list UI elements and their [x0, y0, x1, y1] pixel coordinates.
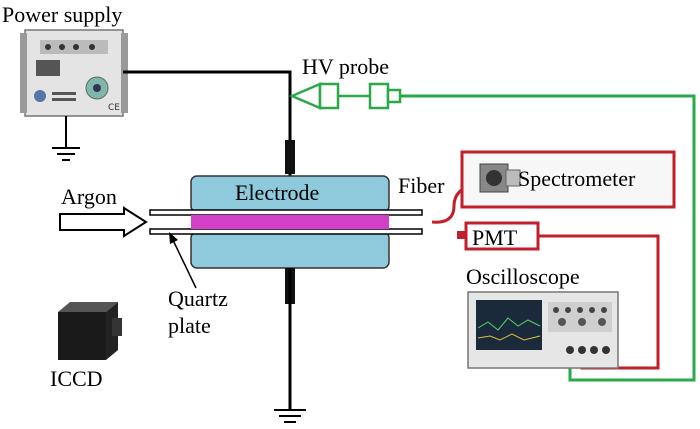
iccd-camera: [58, 302, 122, 360]
oscilloscope-device: [467, 291, 619, 369]
iccd-label: ICCD: [50, 366, 103, 391]
svg-text:CE: CE: [108, 103, 120, 113]
spectrometer-label: Spectrometer: [518, 166, 636, 191]
hv-probe-label: HV probe: [302, 54, 389, 79]
pmt-window: [457, 231, 465, 239]
hv-probe: [288, 82, 402, 110]
oscilloscope-label: Oscilloscope: [466, 264, 580, 289]
fiber-label: Fiber: [398, 173, 445, 198]
bottom-ground: [274, 268, 306, 423]
electrode-label: Electrode: [235, 180, 319, 205]
hv-wire: [123, 70, 292, 178]
hv-probe-cable: [400, 94, 696, 382]
argon-arrow: [59, 206, 148, 238]
quartz-pointer-head: [169, 232, 178, 244]
pmt-label: PMT: [472, 225, 518, 250]
argon-label: Argon: [61, 184, 117, 209]
spectrometer-device: [479, 163, 521, 193]
power-supply-ground: [52, 116, 80, 161]
power-supply-unit: CE: [20, 29, 128, 117]
top-feedthrough: [285, 140, 295, 174]
quartz-label-line2: plate: [168, 313, 211, 338]
plasma-region: [191, 215, 389, 229]
quartz-pointer-line: [171, 237, 197, 289]
quartz-label-line1: Quartz: [168, 286, 228, 311]
power-supply-label: Power supply: [2, 2, 122, 27]
bottom-electrode: [190, 231, 390, 269]
pmt-box: [464, 221, 540, 251]
